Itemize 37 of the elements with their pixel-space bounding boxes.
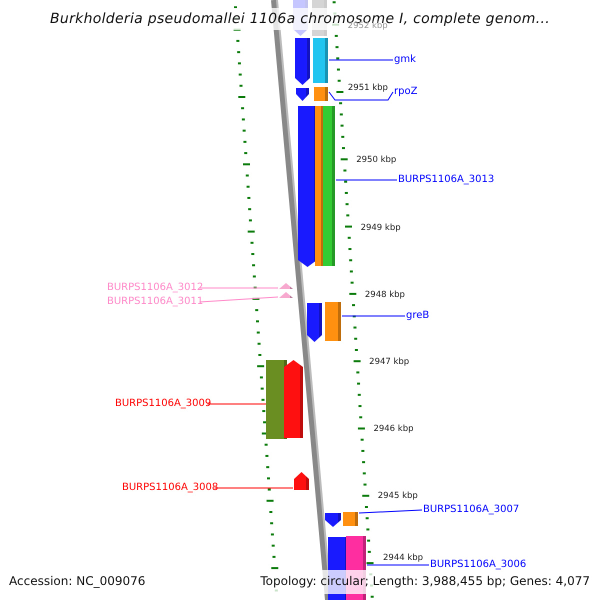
- scale-label: 2951 kbp: [348, 83, 388, 93]
- gene-feature: [313, 38, 328, 83]
- gene-feature: [314, 87, 328, 101]
- gene-label: rpoZ: [394, 86, 418, 98]
- gene-label: BURPS1106A_3007: [423, 504, 520, 516]
- scale-label: 2950 kbp: [356, 155, 396, 165]
- gene-label: gmk: [394, 54, 416, 66]
- scale-label: 2945 kbp: [378, 491, 418, 501]
- gene-feature: [296, 88, 309, 101]
- gene-label: BURPS1106A_3008: [122, 482, 218, 494]
- gene-label: BURPS1106A_3009: [115, 398, 212, 410]
- leader-line: [199, 296, 278, 302]
- topology-text: Topology: circular; Length: 3,988,455 bp; Genes: 4,077: [260, 574, 590, 588]
- gene-marker: [279, 292, 293, 298]
- accession-text: Accession: NC_009076: [9, 574, 146, 588]
- leader-line: [328, 92, 394, 100]
- scale-label: 2948 kbp: [364, 290, 405, 300]
- leader-line: [366, 564, 430, 566]
- gene-feature: [325, 302, 341, 341]
- gene-label: BURPS1106A_3013: [398, 174, 494, 186]
- leader-line: [358, 510, 422, 514]
- gene-label: BURPS1106A_3011: [107, 296, 204, 308]
- gene-feature: [284, 360, 303, 438]
- scale-label: 2944 kbp: [383, 553, 424, 563]
- gene-feature: [307, 303, 322, 342]
- gene-label: BURPS1106A_3006: [430, 559, 526, 571]
- scale-label: 2946 kbp: [373, 424, 414, 434]
- gene-marker: [279, 283, 293, 289]
- scale-label: 2949 kbp: [360, 223, 401, 233]
- gene-feature: [343, 512, 358, 526]
- gene-label: greB: [406, 310, 430, 322]
- gene-feature: [295, 38, 310, 85]
- gene-feature: [323, 106, 335, 266]
- gene-label: BURPS1106A_3012: [107, 282, 204, 294]
- scale-label: 2947 kbp: [369, 357, 410, 367]
- gene-feature: [325, 513, 341, 527]
- gene-feature: [294, 472, 309, 490]
